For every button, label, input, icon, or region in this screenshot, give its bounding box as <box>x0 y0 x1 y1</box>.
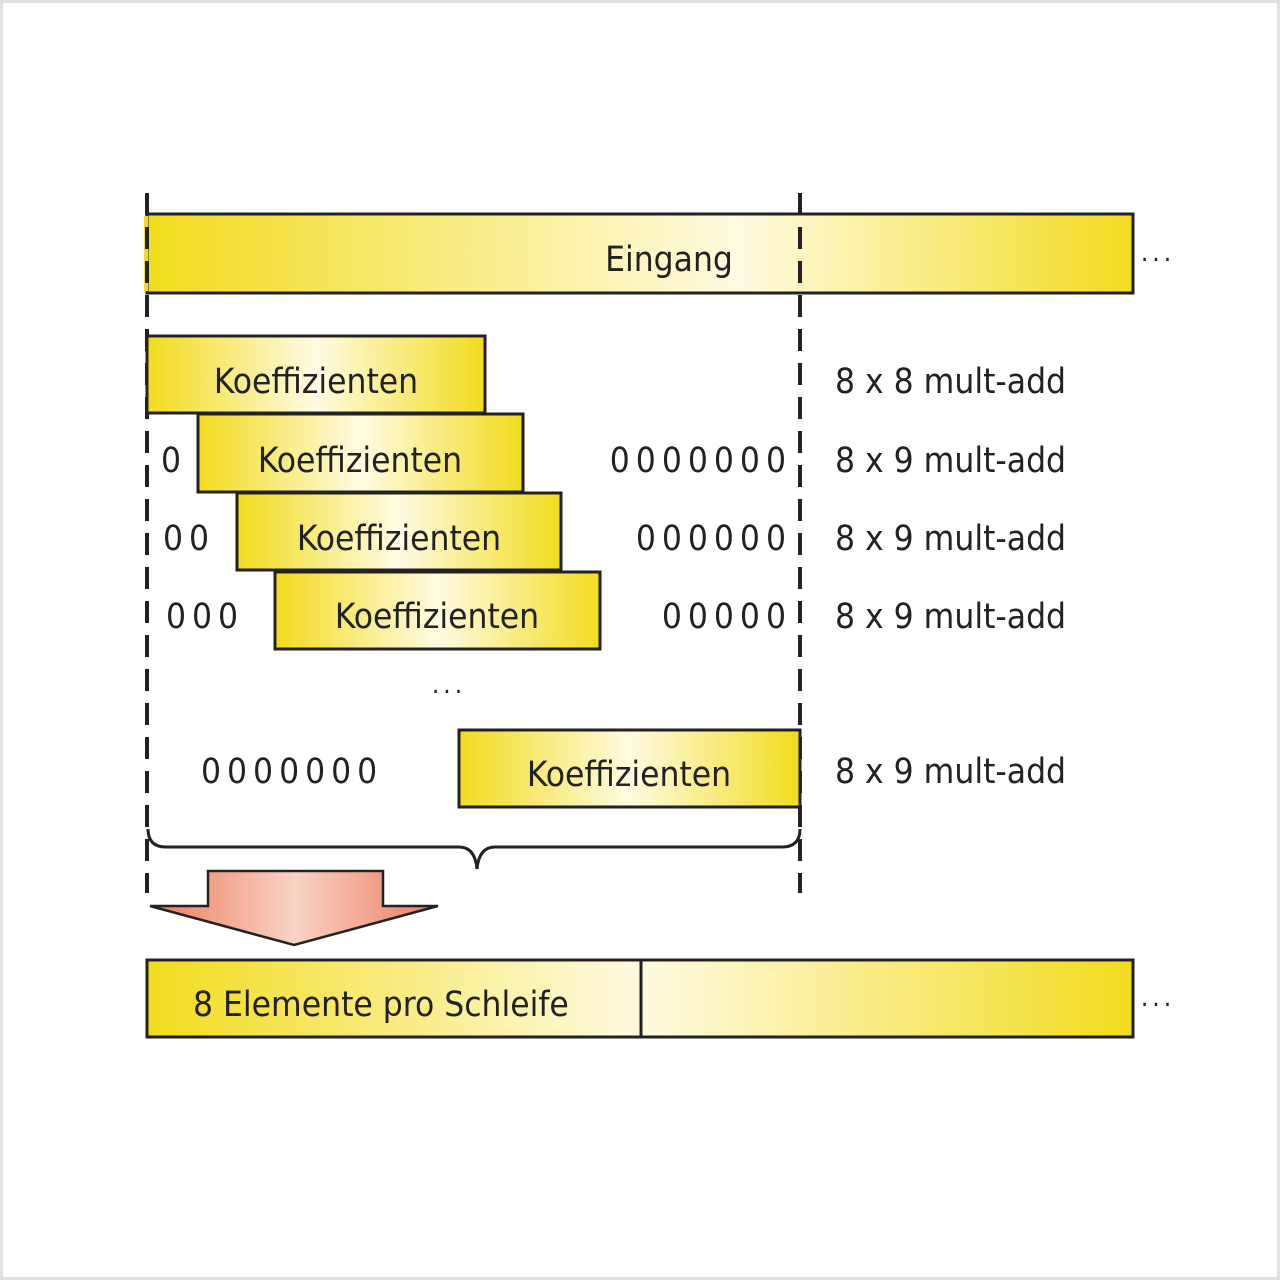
down-arrow-icon <box>149 869 439 947</box>
input-bar: Eingang ... <box>144 212 1175 295</box>
convolution-diagram: Eingang ... Koeffizienten 8 x 8 mult-add… <box>144 193 1175 1039</box>
coefficient-row: 000 Koeffizienten 00000 8 x 9 mult-add <box>166 570 1066 651</box>
operation-label: 8 x 9 mult-add <box>835 752 1066 792</box>
output-bar: 8 Elemente pro Schleife ... <box>145 958 1175 1039</box>
coefficient-row: 0 Koeffizienten 0000000 8 x 9 mult-add <box>161 412 1066 494</box>
coefficient-row: 0000000 Koeffizienten 8 x 9 mult-add <box>201 728 1066 809</box>
rows-ellipsis: ... <box>432 670 466 700</box>
left-zeros: 0 <box>161 441 187 481</box>
coefficient-label: Koeffizienten <box>335 597 539 637</box>
right-zeros: 000000 <box>636 519 792 559</box>
operation-label: 8 x 9 mult-add <box>835 441 1066 481</box>
coefficient-label: Koeffizienten <box>258 441 462 481</box>
operation-label: 8 x 9 mult-add <box>835 519 1066 559</box>
right-zeros: 00000 <box>662 597 792 637</box>
coefficient-label: Koeffizienten <box>527 755 731 795</box>
left-zeros: 000 <box>166 597 244 637</box>
input-label: Eingang <box>605 240 733 280</box>
left-zeros: 00 <box>163 519 215 559</box>
output-label: 8 Elemente pro Schleife <box>193 985 569 1025</box>
left-zeros: 0000000 <box>201 752 383 792</box>
coefficient-label: Koeffizienten <box>297 519 501 559</box>
coefficient-row: Koeffizienten 8 x 8 mult-add <box>145 334 1066 415</box>
operation-label: 8 x 9 mult-add <box>835 597 1066 637</box>
curly-brace <box>146 828 802 870</box>
operation-label: 8 x 8 mult-add <box>835 362 1066 402</box>
coefficient-row: 00 Koeffizienten 000000 8 x 9 mult-add <box>163 491 1066 572</box>
input-ellipsis: ... <box>1141 238 1175 268</box>
output-ellipsis: ... <box>1141 983 1175 1013</box>
coefficient-label: Koeffizienten <box>214 362 418 402</box>
right-zeros: 0000000 <box>610 441 792 481</box>
